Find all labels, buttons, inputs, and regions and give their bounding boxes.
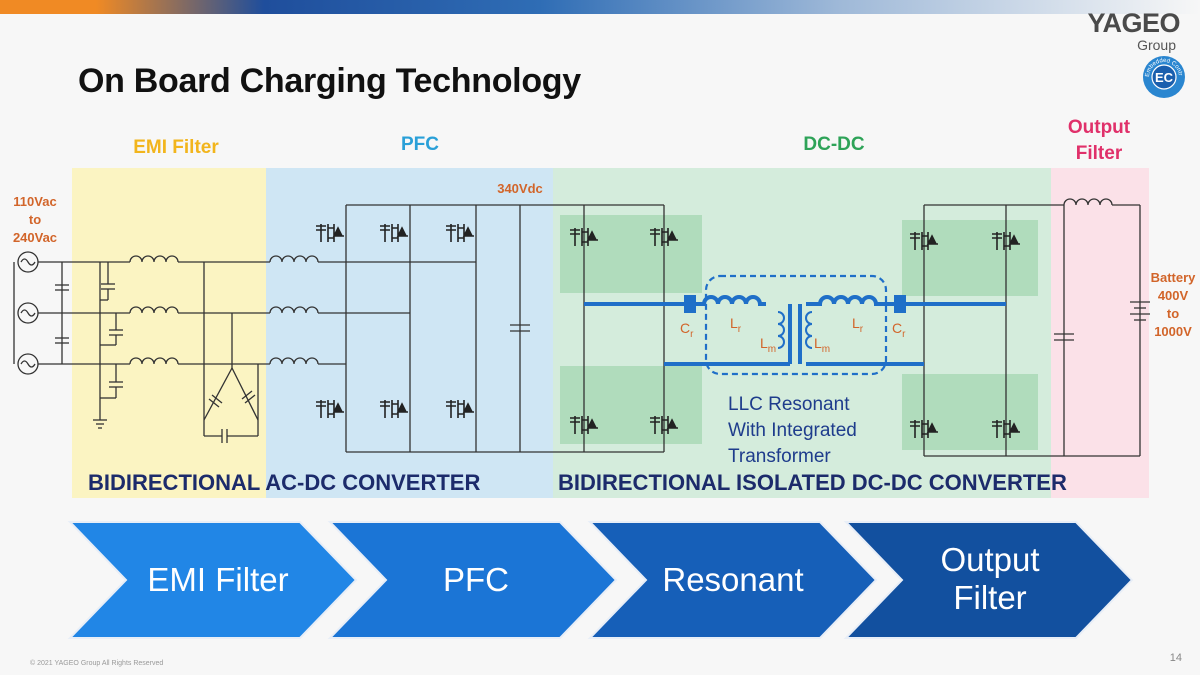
secondary-top-switch-block	[902, 220, 1038, 296]
pfc-switch-top-3	[446, 224, 474, 242]
brand-subtitle: Group	[1137, 37, 1176, 53]
yageo-logo: YAGEO Group	[1087, 8, 1180, 52]
flow-step-resonant	[587, 521, 878, 639]
pfc-heading: PFC	[401, 134, 439, 155]
output-section-bg	[1051, 168, 1149, 498]
pfc-circuit	[269, 204, 560, 453]
lm-left-label: Lm	[760, 335, 776, 355]
primary-top-switch-block	[560, 215, 702, 293]
transformer-core	[777, 311, 813, 349]
page-number: 14	[1169, 652, 1182, 664]
pfc-switch-bottom-3	[446, 400, 474, 418]
slide-title: On Board Charging Technology	[78, 62, 581, 100]
battery-label-line1: Battery	[1151, 270, 1197, 285]
emi-heading: EMI Filter	[133, 137, 219, 158]
secondary-bottom-switch-block	[902, 374, 1038, 450]
dcdc-heading: DC-DC	[803, 134, 864, 155]
dcdc-primary-switch-2	[650, 228, 678, 246]
top-color-bar	[0, 0, 1200, 14]
dcdc-secondary-switch-4	[992, 420, 1020, 438]
cr-left-label: Cr	[680, 320, 694, 340]
dcdc-secondary-switch-3	[910, 420, 938, 438]
input-voltage-line2: to	[29, 212, 41, 227]
pfc-switch-top-2	[380, 224, 408, 242]
flow-step-output	[843, 521, 1134, 639]
dcdc-secondary-switch-2	[992, 232, 1020, 250]
emi-filter-circuit	[13, 251, 270, 443]
bus-voltage-label: 340Vdc	[497, 181, 543, 196]
resonant-tank	[584, 274, 1006, 376]
flow-step-emi	[67, 521, 358, 639]
flow-step-pfc-label: PFC	[443, 561, 509, 598]
input-voltage-line3: 240Vac	[13, 230, 57, 245]
dcdc-primary-switch-1	[570, 228, 598, 246]
pfc-switch-bottom-1	[316, 400, 344, 418]
llc-caption-line1: LLC Resonant	[728, 394, 850, 415]
lm-right-label: Lm	[814, 335, 830, 355]
flow-step-resonant-label: Resonant	[662, 561, 803, 598]
lr-left-label: Lr	[730, 315, 742, 335]
dcdc-secondary-switch-1	[910, 232, 938, 250]
battery-label-line2: 400V	[1158, 288, 1189, 303]
dcdc-primary-switch-4	[650, 416, 678, 434]
flow-step-emi-label: EMI Filter	[147, 561, 288, 598]
dcdc-converter-label: BIDIRECTIONAL ISOLATED DC-DC CONVERTER	[558, 470, 1067, 495]
flow-step-output-label-line2: Filter	[953, 579, 1026, 616]
battery-label-line3: to	[1167, 306, 1179, 321]
dcdc-primary-switch-3	[570, 416, 598, 434]
cr-right-label: Cr	[892, 320, 906, 340]
input-voltage-line1: 110Vac	[13, 194, 56, 209]
llc-caption-line3: Transformer	[728, 446, 831, 467]
copyright-footer: © 2021 YAGEO Group All Rights Reserved	[30, 660, 164, 667]
dcdc-circuit	[560, 198, 1150, 457]
emi-section-bg	[72, 168, 266, 498]
flow-step-output-label-line1: Output	[940, 541, 1039, 578]
output-heading-line1: Output	[1068, 117, 1131, 138]
embedded-controller-badge: EC Embedded Controller	[1141, 54, 1185, 98]
output-heading-line2: Filter	[1076, 143, 1123, 164]
flow-step-pfc	[327, 521, 618, 639]
pfc-switch-top-1	[316, 224, 344, 242]
pfc-switch-bottom-2	[380, 400, 408, 418]
battery-label-line4: 1000V	[1154, 324, 1192, 339]
process-flow: EMI Filter PFC Resonant Output Filter	[67, 521, 1134, 639]
acdc-converter-label: BIDIRECTIONAL AC-DC CONVERTER	[88, 470, 480, 495]
brand-name: YAGEO	[1087, 8, 1180, 38]
lr-right-label: Lr	[852, 315, 864, 335]
llc-caption-line2: With Integrated	[728, 420, 857, 441]
badge-text: EC	[1155, 70, 1174, 85]
